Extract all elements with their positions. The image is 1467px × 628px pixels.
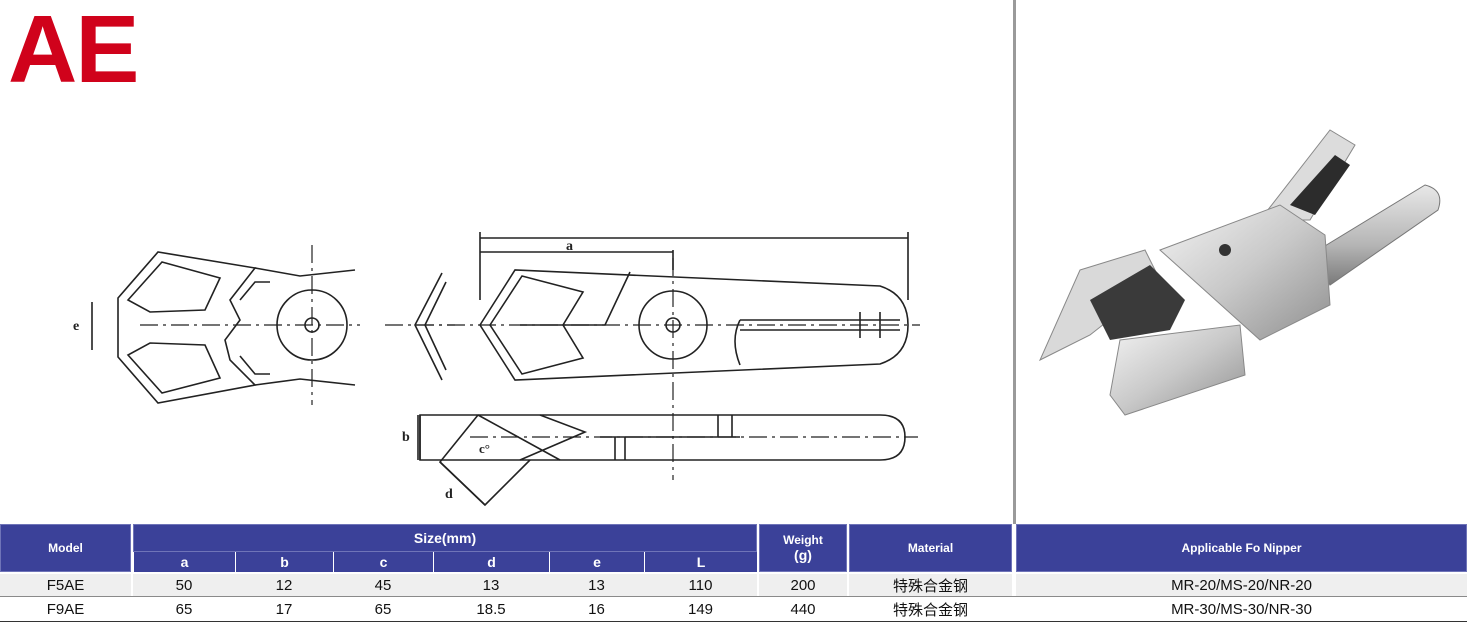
cell-b: 12 [235,574,333,596]
cell-weight: 200 [759,574,847,596]
header-weight-label: Weight [783,533,823,547]
cell-model: F9AE [0,598,131,620]
cell-material: 特殊合金钢 [849,574,1012,596]
header-size: Size(mm) [133,524,757,552]
header-size-d: d [433,552,549,572]
cell-e: 16 [549,598,644,620]
cell-l: 149 [644,598,757,620]
cell-a: 65 [133,598,235,620]
cell-e: 13 [549,574,644,596]
brand-logo: AE [8,0,139,103]
vertical-divider [1013,0,1016,524]
table-bottom-border [0,621,1467,622]
dim-label-a: a [566,239,573,254]
header-weight: Weight (g) [759,524,847,572]
spec-table: Model Size(mm) a b c d e L Weight (g) Ma… [0,524,1467,628]
header-model: Model [0,524,131,572]
header-weight-unit: (g) [794,547,812,563]
dim-label-c: c° [479,441,490,456]
cell-d: 13 [433,574,549,596]
nipper-blade-photo [1038,129,1441,416]
technical-drawing: a e b c° d [73,232,920,507]
header-size-e: e [549,552,644,572]
header-size-b: b [235,552,333,572]
header-size-c: c [333,552,433,572]
cell-a: 50 [133,574,235,596]
dim-label-b: b [402,430,410,445]
header-nipper: Applicable Fo Nipper [1016,524,1467,572]
cell-c: 45 [333,574,433,596]
cell-nipper: MR-20/MS-20/NR-20 [1016,574,1467,596]
cell-weight: 440 [759,598,847,620]
cell-d: 18.5 [433,598,549,620]
header-size-a: a [133,552,235,572]
header-material: Material [849,524,1012,572]
dim-label-d: d [445,487,453,502]
cell-nipper: MR-30/MS-30/NR-30 [1016,598,1467,620]
cell-material: 特殊合金钢 [849,598,1012,620]
cell-b: 17 [235,598,333,620]
row-divider [0,596,1467,597]
cell-c: 65 [333,598,433,620]
dim-label-e: e [73,319,79,334]
header-size-l: L [644,552,757,572]
cell-model: F5AE [0,574,131,596]
cell-l: 110 [644,574,757,596]
